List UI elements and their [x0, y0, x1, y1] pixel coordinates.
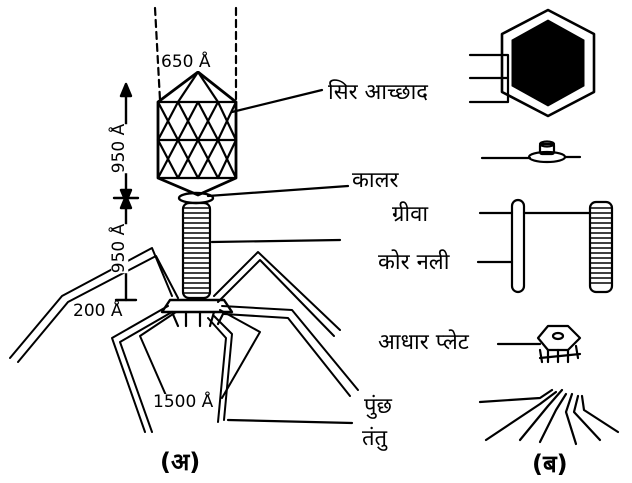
- leader-tail-fiber: [228, 420, 352, 423]
- part-tail-fibers: [480, 390, 618, 444]
- part-head-detached: [470, 10, 594, 116]
- caption-right: (ब): [532, 452, 568, 476]
- part-core-tube: [478, 200, 590, 292]
- leader-neck: [212, 240, 340, 242]
- part-collar-detached: [482, 142, 580, 163]
- part-base-plate: [498, 326, 580, 362]
- label-base-plate: आधार प्लेट: [378, 332, 469, 354]
- leader-collar: [208, 186, 348, 196]
- part-neck-sheath: [590, 202, 612, 292]
- dimension-tail-length: 950 Å: [111, 224, 128, 273]
- dimension-head-width: 650 Å: [160, 54, 211, 71]
- phage-tail-sheath: [183, 203, 210, 298]
- dimension-head-length: 950 Å: [111, 124, 128, 173]
- label-neck: ग्रीवा: [392, 204, 428, 226]
- leader-head-coat: [232, 90, 322, 112]
- label-tail-fiber-1: पुंछ: [364, 396, 392, 418]
- label-tail-fiber-2: तंतु: [362, 428, 387, 450]
- phage-head: [158, 72, 236, 195]
- label-head-coat: सिर आच्छाद: [328, 82, 428, 104]
- label-collar: कालर: [352, 170, 399, 192]
- dimension-fiber-length: 1500 Å: [152, 394, 214, 411]
- caption-left: (अ): [160, 450, 200, 474]
- label-core-tube: कोर नली: [378, 252, 449, 274]
- dimension-plate-height: 200 Å: [72, 303, 123, 320]
